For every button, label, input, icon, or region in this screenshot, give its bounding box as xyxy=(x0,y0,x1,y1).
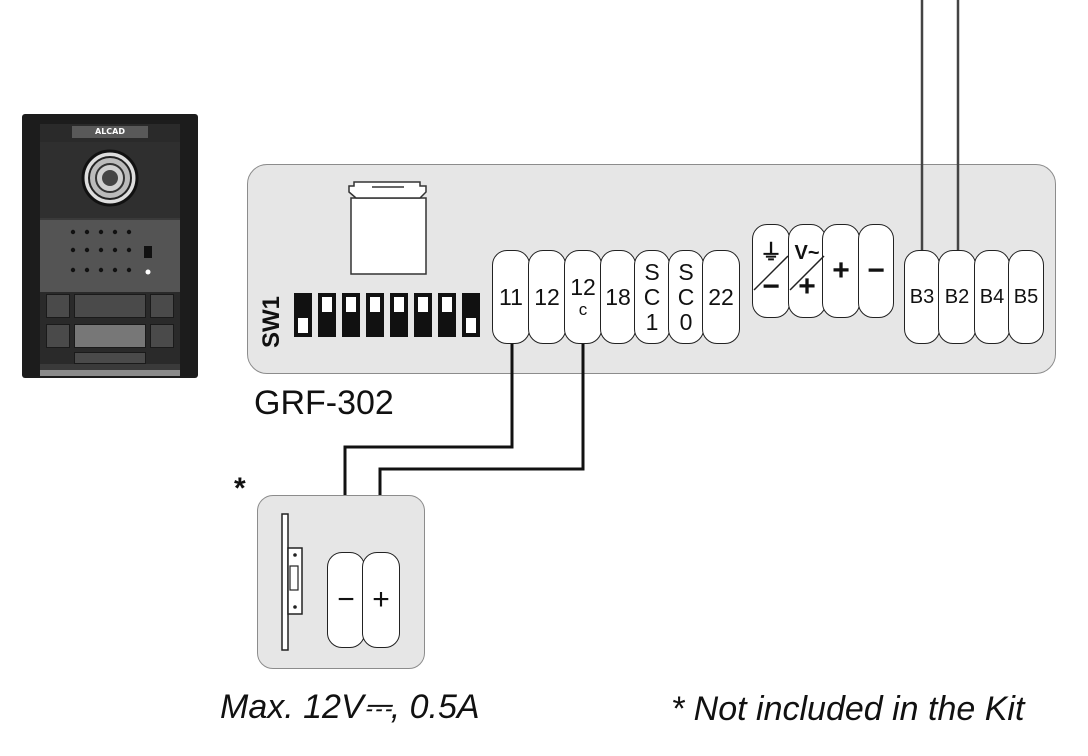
camera-area xyxy=(40,142,180,218)
dip-switch xyxy=(390,293,408,337)
dip-switch xyxy=(414,293,432,337)
call-button xyxy=(150,294,174,318)
rating-caption: Max. 12V⎓, 0.5A xyxy=(220,688,480,726)
brand-logo: ALCAD xyxy=(72,126,148,138)
lock-terminal-plus: + xyxy=(362,552,400,648)
terminal-label: S xyxy=(644,258,660,285)
not-included-marker: * xyxy=(234,472,246,505)
lock-terminal-minus: − xyxy=(327,552,365,648)
terminal-label: B3 xyxy=(909,285,935,308)
terminal-label: 12 xyxy=(534,283,560,310)
dip-switch xyxy=(366,293,384,337)
terminal-sc0: S C 0 xyxy=(668,250,704,344)
call-buttons xyxy=(40,292,180,364)
terminal-22: 22 xyxy=(702,250,740,344)
terminal-b4: B4 xyxy=(974,250,1010,344)
kit-note: * Not included in the Kit xyxy=(671,690,1025,728)
terminal-12c: 12 c xyxy=(564,250,602,344)
terminal-plus: + xyxy=(822,224,860,318)
dip-switch xyxy=(294,293,312,337)
terminal-label: 1 xyxy=(645,308,659,335)
terminal-label: − xyxy=(337,583,355,616)
terminal-label: S xyxy=(678,258,694,285)
terminal-minus: − xyxy=(858,224,894,318)
dip-switch xyxy=(462,293,480,337)
terminal-label: B2 xyxy=(944,285,970,308)
door-panel-footer xyxy=(40,370,180,376)
dip-switch xyxy=(342,293,360,337)
call-button xyxy=(74,294,146,318)
speaker-icon xyxy=(70,229,152,275)
terminal-label: B5 xyxy=(1013,285,1039,308)
terminal-label: + xyxy=(372,583,390,616)
terminal-label: − xyxy=(867,254,885,287)
call-button xyxy=(74,324,146,348)
call-button xyxy=(46,324,70,348)
connector-icon xyxy=(348,181,427,275)
speaker-grille xyxy=(40,220,180,292)
call-button xyxy=(150,324,174,348)
terminal-label: 12 xyxy=(570,273,596,300)
terminal-label: 11 xyxy=(499,283,523,310)
dip-switch xyxy=(438,293,456,337)
panel-trim xyxy=(74,352,146,364)
camera-icon xyxy=(81,149,139,207)
terminal-label: C xyxy=(643,283,661,310)
terminal-12: 12 xyxy=(528,250,566,344)
terminal-b2: B2 xyxy=(938,250,976,344)
dip-switch xyxy=(318,293,336,337)
terminal-b5: B5 xyxy=(1008,250,1044,344)
terminal-sc1: S C 1 xyxy=(634,250,670,344)
model-label: GRF-302 xyxy=(254,384,394,422)
terminal-label: B4 xyxy=(979,285,1005,308)
terminal-label: C xyxy=(677,283,695,310)
terminal-label: 18 xyxy=(605,283,631,310)
terminal-11: 11 xyxy=(492,250,530,344)
terminal-label: 22 xyxy=(708,283,734,310)
terminal-label: 0 xyxy=(679,308,693,335)
terminal-sublabel: c xyxy=(578,299,588,319)
call-button xyxy=(46,294,70,318)
terminal-label: + xyxy=(832,254,850,287)
